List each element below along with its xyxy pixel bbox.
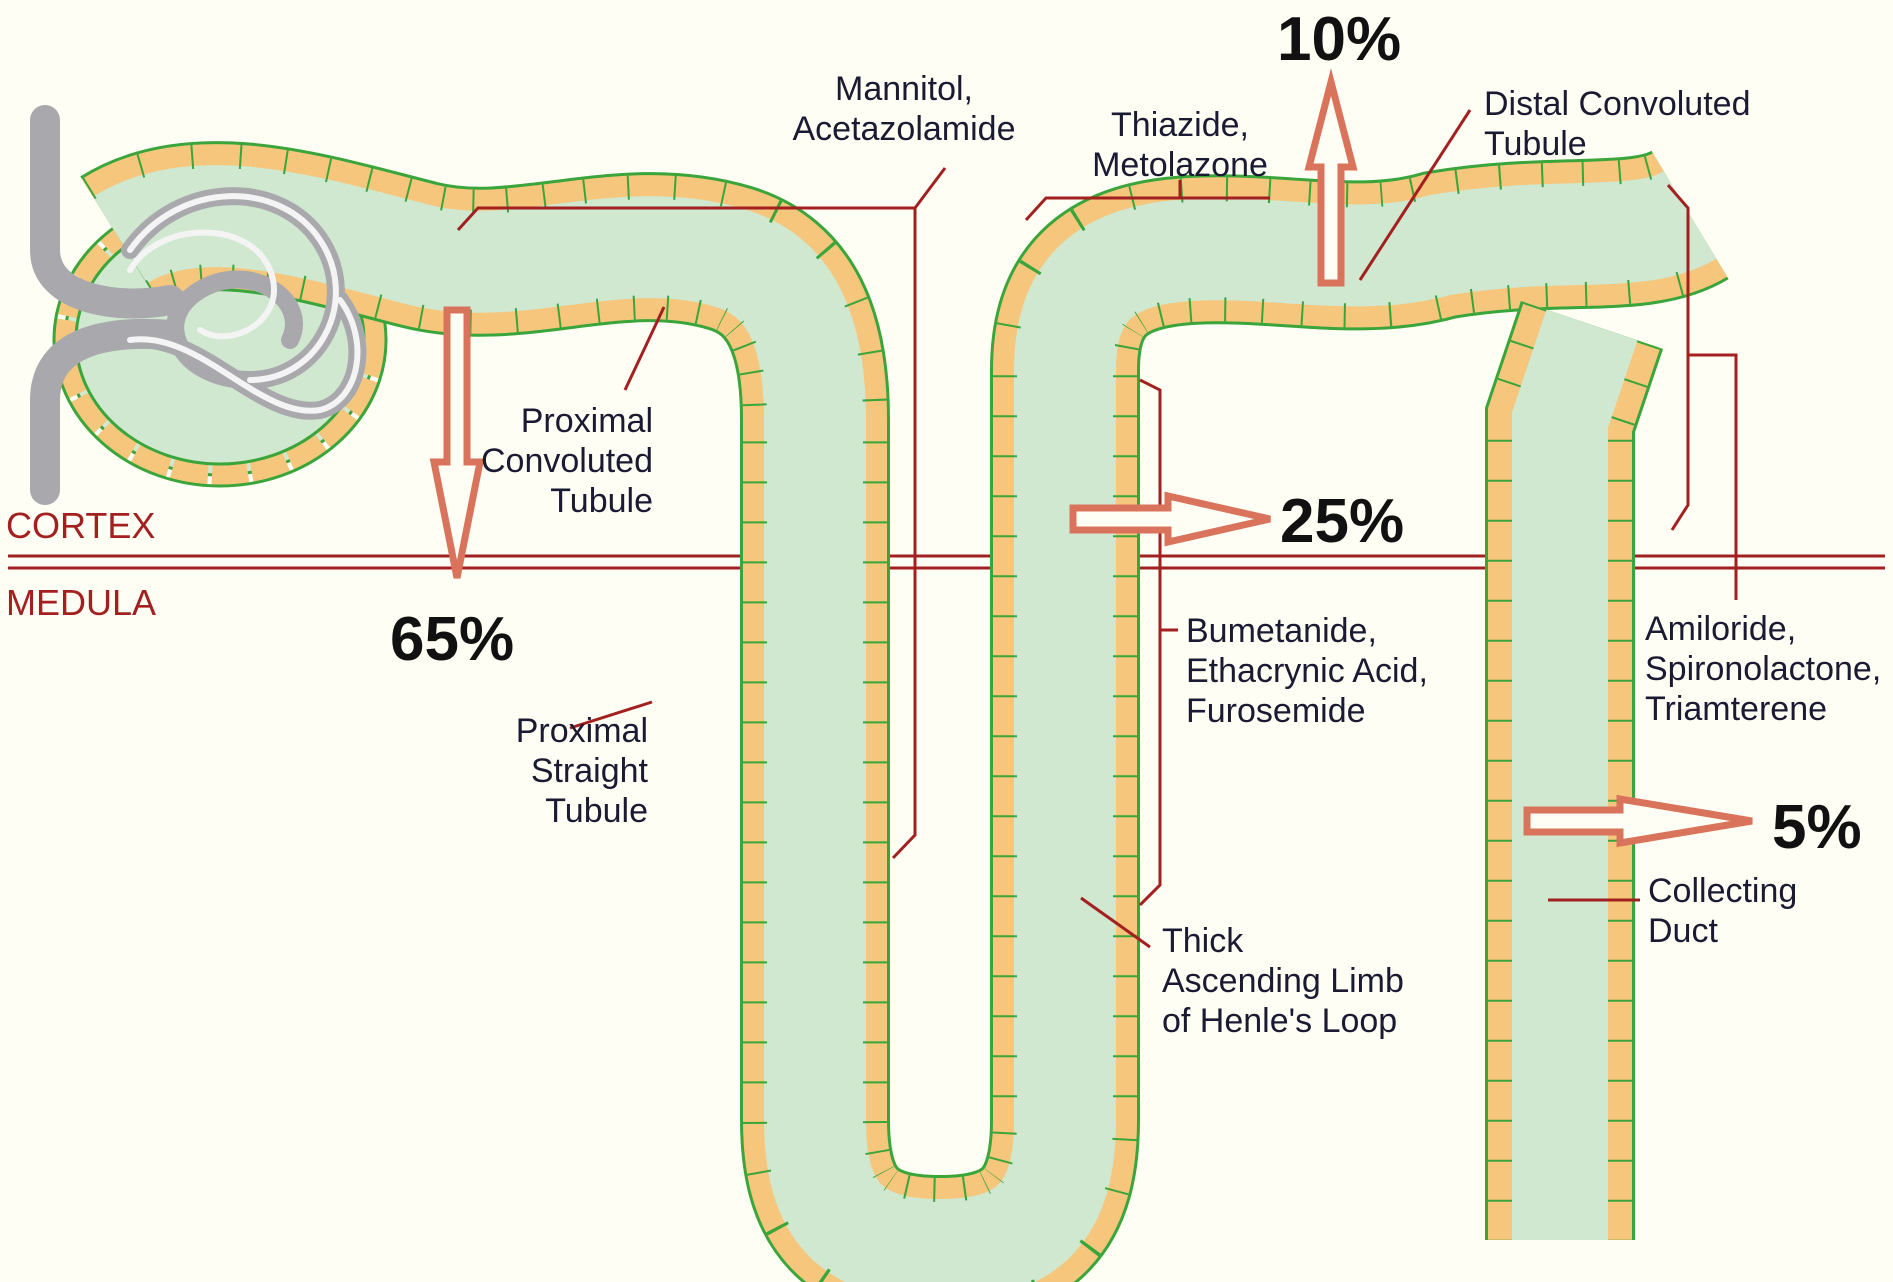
pct-label-line3: Tubule	[550, 482, 653, 520]
loop-reabsorption-percent: 25%	[1280, 487, 1404, 556]
loop-drugs-label: Bumetanide, Ethacrynic Acid, Furosemide	[1186, 612, 1428, 730]
pct-label-line1: Proximal	[521, 402, 653, 440]
proximal-reabsorption-percent: 65%	[390, 605, 514, 674]
cd-label: Collecting Duct	[1648, 872, 1797, 950]
tal-label-line2: Ascending Limb	[1162, 962, 1404, 1000]
distal-reabsorption-percent: 10%	[1277, 5, 1401, 74]
collecting-drugs-line3: Triamterene	[1645, 690, 1827, 728]
dct-label-line2: Tubule	[1484, 125, 1587, 163]
dct-label-line1: Distal Convoluted	[1484, 85, 1750, 123]
collecting-drugs-line1: Amiloride,	[1645, 610, 1796, 648]
collecting-drugs-label: Amiloride, Spironolactone, Triamterene	[1645, 610, 1881, 728]
pst-label: Proximal Straight Tubule	[516, 712, 649, 830]
cortex-label: CORTEX	[6, 505, 155, 546]
tal-label-line3: of Henle's Loop	[1162, 1002, 1397, 1040]
pct-label-line2: Convoluted	[481, 442, 653, 480]
medulla-label: MEDULA	[6, 582, 156, 623]
loop-drugs-line2: Ethacrynic Acid,	[1186, 652, 1428, 690]
distal-drugs-line2: Metolazone	[1092, 146, 1268, 184]
proximal-arrow	[434, 310, 480, 578]
cd-label-line2: Duct	[1648, 912, 1718, 950]
loop-drugs-line1: Bumetanide,	[1186, 612, 1377, 650]
distal-drugs-label: Thiazide, Metolazone	[1092, 106, 1268, 184]
tal-label-line1: Thick	[1162, 922, 1244, 960]
cd-label-line1: Collecting	[1648, 872, 1797, 910]
proximal-drugs-line2: Acetazolamide	[792, 110, 1015, 148]
distal-drugs-line1: Thiazide,	[1111, 106, 1249, 144]
pst-label-line1: Proximal	[516, 712, 648, 750]
collecting-reabsorption-percent: 5%	[1772, 793, 1862, 862]
dct-label: Distal Convoluted Tubule	[1484, 85, 1750, 163]
pst-label-line2: Straight	[531, 752, 649, 790]
pst-label-line3: Tubule	[545, 792, 648, 830]
collecting-duct	[1560, 325, 1592, 1240]
loop-drug-bracket	[1140, 380, 1160, 905]
tal-label: Thick Ascending Limb of Henle's Loop	[1162, 922, 1404, 1040]
proximal-drugs-line1: Mannitol,	[835, 70, 973, 108]
collecting-drugs-line2: Spironolactone,	[1645, 650, 1881, 688]
pct-label: Proximal Convoluted Tubule	[481, 402, 653, 520]
proximal-drugs-label: Mannitol, Acetazolamide	[792, 70, 1015, 148]
loop-drugs-line3: Furosemide	[1186, 692, 1366, 730]
